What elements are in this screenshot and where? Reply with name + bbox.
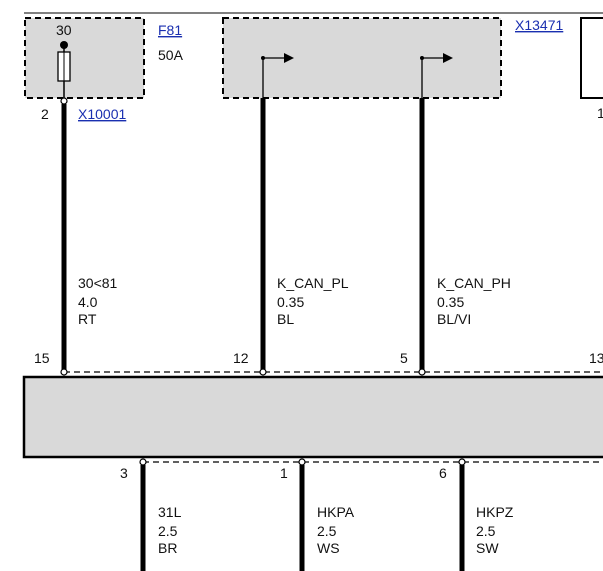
wire-30-81-name: 30<81 <box>78 275 118 291</box>
fuse-pin-label: 2 <box>41 106 49 122</box>
pin-1-label: 1 <box>280 465 288 481</box>
pin-5-terminal <box>418 368 426 376</box>
wire-30-81-gauge: 4.0 <box>78 294 98 310</box>
pin-12-label: 12 <box>233 350 249 366</box>
pin-3-terminal <box>139 458 147 466</box>
can-module-connector-link[interactable]: X13471 <box>515 17 563 33</box>
wire-31l-color: BR <box>158 540 177 556</box>
wire-hkpz-color: SW <box>476 540 499 556</box>
wire-hkpz-name: HKPZ <box>476 504 514 520</box>
fuse-connector-link[interactable]: X10001 <box>78 106 126 122</box>
control-unit-box <box>22 375 603 459</box>
wire-k-can-ph-color: BL/VI <box>437 311 471 327</box>
pin-6-terminal <box>458 458 466 466</box>
pin-15-label: 15 <box>34 350 50 366</box>
fuse-ref-link[interactable]: F81 <box>158 22 182 38</box>
can-pl-arrow-icon <box>284 53 294 63</box>
wire-k-can-ph-name: K_CAN_PH <box>437 275 511 291</box>
wire-30-81-color: RT <box>78 311 97 327</box>
wire-31l-name: 31L <box>158 504 182 520</box>
wire-hkpa-gauge: 2.5 <box>317 523 337 539</box>
fuse-terminal-label: 30 <box>56 22 72 38</box>
wire-k-can-pl-color: BL <box>277 311 294 327</box>
pin-5-label: 5 <box>400 350 408 366</box>
wire-hkpa-color: WS <box>317 540 340 556</box>
pin-15-terminal <box>60 368 68 376</box>
pin-6-label: 6 <box>439 465 447 481</box>
fuse-box <box>24 17 145 99</box>
partial-right-pin-label: 1 <box>597 105 603 121</box>
wire-hkpa-name: HKPA <box>317 504 355 520</box>
wire-30-81-top-terminal <box>60 97 68 105</box>
pin-12-terminal <box>259 368 267 376</box>
wire-k-can-ph-gauge: 0.35 <box>437 294 464 310</box>
can-ph-arrow-icon <box>443 53 453 63</box>
wire-k-can-pl-gauge: 0.35 <box>277 294 304 310</box>
wire-k-can-pl-name: K_CAN_PL <box>277 275 349 291</box>
pin-13-partial-label: 13 <box>589 350 603 366</box>
wire-hkpz-gauge: 2.5 <box>476 523 496 539</box>
wire-31l-gauge: 2.5 <box>158 523 178 539</box>
pin-3-label: 3 <box>120 465 128 481</box>
partial-right-box <box>580 17 603 99</box>
pin-1-terminal <box>298 458 306 466</box>
fuse-rating: 50A <box>158 47 184 63</box>
